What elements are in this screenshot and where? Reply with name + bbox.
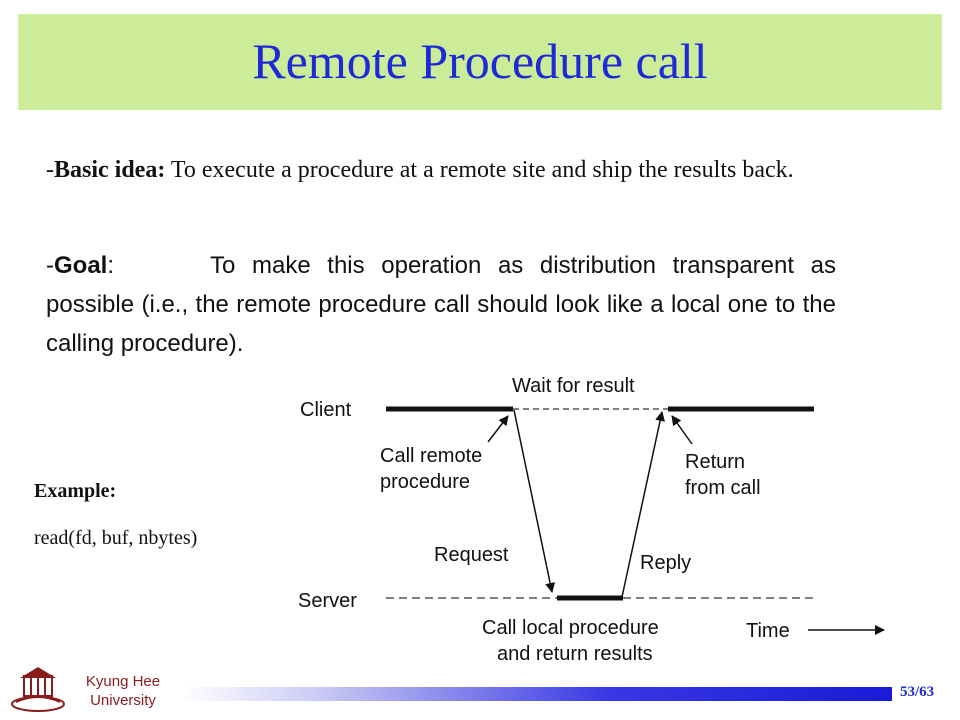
basic-idea-text: To execute a procedure at a remote site … bbox=[165, 157, 794, 183]
university-name-line1: Kyung Hee bbox=[85, 673, 161, 690]
university-name: Kyung Hee University bbox=[70, 672, 176, 710]
request-label: Request bbox=[434, 544, 509, 566]
slide-title: Remote Procedure call bbox=[252, 33, 708, 89]
client-label: Client bbox=[300, 399, 352, 421]
university-name-line2: University bbox=[90, 692, 156, 709]
page-number: 53/63 bbox=[900, 684, 935, 700]
title-bar: Remote Procedure call bbox=[18, 14, 942, 110]
university-logo-icon bbox=[11, 667, 65, 712]
basic-idea-dash: - bbox=[46, 157, 54, 183]
call-remote-label-line2: procedure bbox=[380, 471, 470, 493]
return-label-line2: from call bbox=[685, 477, 761, 499]
time-label: Time bbox=[746, 620, 790, 642]
return-pointer-arrow bbox=[671, 415, 693, 445]
reply-label: Reply bbox=[640, 552, 691, 574]
return-label-line1: Return bbox=[685, 451, 745, 473]
call-local-label-line1: Call local procedure bbox=[482, 617, 659, 639]
goal-text: To make this operation as distribution t… bbox=[46, 252, 836, 357]
wait-for-result-label: Wait for result bbox=[512, 375, 635, 397]
basic-idea-paragraph: -Basic idea: To execute a procedure at a… bbox=[46, 152, 876, 189]
goal-label: Goal bbox=[54, 252, 108, 279]
reply-arrow bbox=[621, 411, 665, 598]
example-code: read(fd, buf, nbytes) bbox=[34, 527, 198, 549]
basic-idea-label: Basic idea: bbox=[54, 157, 166, 183]
footer-gradient-bar bbox=[182, 687, 892, 701]
goal-dash: - bbox=[46, 252, 54, 279]
call-remote-pointer-arrow bbox=[487, 415, 509, 443]
goal-paragraph: -Goal:To make this operation as distribu… bbox=[46, 246, 836, 363]
server-label: Server bbox=[298, 590, 357, 612]
call-local-label-line2: and return results bbox=[497, 643, 653, 665]
request-arrow bbox=[513, 409, 556, 593]
call-remote-label-line1: Call remote bbox=[380, 445, 482, 467]
example-label: Example: bbox=[34, 480, 117, 502]
goal-colon: : bbox=[107, 252, 115, 279]
